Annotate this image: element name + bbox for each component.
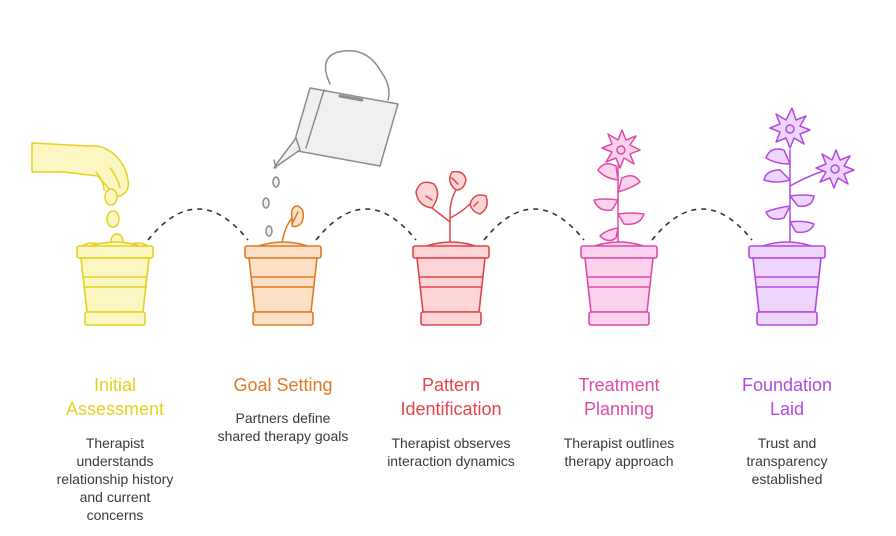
step-description: Trust and transparency established bbox=[712, 434, 862, 488]
step-description-line: transparency bbox=[746, 453, 828, 469]
step-description-line: interaction dynamics bbox=[387, 453, 515, 469]
dashed-arc-connector bbox=[147, 208, 249, 241]
flower-pot bbox=[580, 241, 658, 326]
flower-pot bbox=[76, 241, 154, 326]
sprout-icon bbox=[281, 205, 305, 245]
step-description-line: concerns bbox=[86, 507, 144, 523]
step-description-line: and current bbox=[79, 489, 151, 505]
step-title-line: Assessment bbox=[65, 399, 165, 419]
step-title-line: Planning bbox=[583, 399, 655, 419]
step-description: Therapist observes interaction dynamics bbox=[376, 434, 526, 470]
flower-pot bbox=[748, 241, 826, 326]
hand-dropping-seeds-icon bbox=[31, 142, 149, 254]
dashed-arc-connector bbox=[483, 208, 585, 241]
step-title-line: Pattern bbox=[421, 375, 481, 395]
step-description: Therapist outlines therapy approach bbox=[544, 434, 694, 470]
step-title-line: Identification bbox=[400, 399, 502, 419]
step-description-line: relationship history bbox=[56, 471, 174, 487]
step-description-line: therapy approach bbox=[564, 453, 674, 469]
flowering-plant-icon bbox=[593, 129, 645, 245]
dashed-arc-connector bbox=[315, 208, 417, 241]
step-description-line: Therapist outlines bbox=[563, 435, 675, 451]
step-description-line: understands bbox=[76, 453, 154, 469]
step-description-line: Trust and bbox=[757, 435, 817, 451]
step-description-line: Therapist bbox=[85, 435, 145, 451]
step-title-line: Treatment bbox=[578, 375, 660, 395]
watering-can-icon bbox=[262, 50, 399, 237]
flower-pot bbox=[412, 241, 490, 326]
blooming-plant-icon bbox=[763, 107, 855, 245]
young-plant-icon bbox=[415, 170, 488, 245]
step-description-line: Therapist observes bbox=[391, 435, 511, 451]
step-description-line: established bbox=[751, 471, 823, 487]
step-title: Goal Setting bbox=[203, 373, 363, 397]
step-description-line: shared therapy goals bbox=[217, 428, 349, 444]
step-title-line: Goal Setting bbox=[233, 375, 333, 395]
dashed-arc-connector bbox=[651, 208, 753, 241]
step-description: Therapist understands relationship history… bbox=[40, 434, 190, 524]
step-title-line: Foundation bbox=[741, 375, 833, 395]
flower-pot bbox=[244, 241, 322, 326]
step-title-line: Laid bbox=[769, 399, 805, 419]
step-title-line: Initial bbox=[93, 375, 137, 395]
step-description-line: Partners define bbox=[235, 410, 331, 426]
step-description: Partners define shared therapy goals bbox=[208, 409, 358, 445]
